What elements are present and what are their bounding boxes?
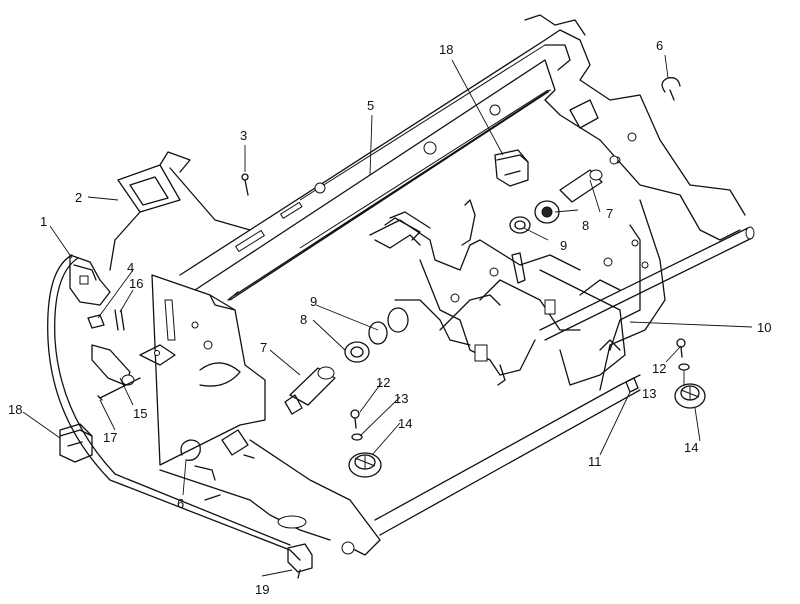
bushing-left (368, 307, 409, 345)
callout-13-right: 13 (642, 386, 656, 401)
callout-11: 11 (588, 454, 602, 469)
bearing-left (344, 341, 370, 363)
roller-shaft-right (559, 155, 619, 203)
frame-hole (314, 182, 326, 194)
frame-hole (631, 239, 639, 247)
left-side-plate (139, 274, 266, 466)
flat-cable (47, 254, 301, 561)
callout-8-right: 8 (582, 218, 589, 233)
callout-9-right: 9 (560, 238, 567, 253)
main-shaft (539, 226, 755, 341)
callout-7-right: 7 (606, 206, 613, 221)
connector-block-left (59, 423, 93, 463)
frame-hole (341, 541, 355, 555)
mounting-plate (109, 151, 251, 271)
screw-12-center (350, 409, 360, 429)
callout-18-left: 18 (8, 402, 22, 417)
connector-block-upper (494, 149, 529, 187)
right-side-plate (599, 139, 741, 391)
spring-clip (221, 429, 255, 459)
callout-17: 17 (103, 430, 117, 445)
end-stop-19 (287, 543, 313, 579)
callout-10: 10 (757, 320, 771, 335)
washer-13-right (678, 363, 690, 371)
carriage-slot (474, 344, 488, 362)
roller-shaft-left (284, 366, 336, 415)
callout-4: 4 (127, 260, 134, 275)
callout-6-upper: 6 (656, 38, 663, 53)
callout-18-upper: 18 (439, 42, 453, 57)
front-lower-rail (159, 374, 641, 556)
leader-lines (22, 54, 753, 577)
callout-15: 15 (133, 406, 147, 421)
pin-16 (114, 309, 125, 331)
callout-7-left: 7 (260, 340, 267, 355)
callout-5: 5 (367, 98, 374, 113)
frame-hole (603, 257, 613, 267)
callout-13-center: 13 (394, 391, 408, 406)
screw-12-right (676, 338, 686, 358)
frame-hole (489, 104, 501, 116)
clip-11 (625, 377, 639, 393)
e-ring-upper (661, 77, 681, 101)
rear-frame-rail (179, 14, 746, 301)
frame-hole (423, 141, 437, 155)
frame-hole (627, 132, 637, 142)
frame-hole (641, 261, 649, 269)
callout-14-right: 14 (684, 440, 698, 455)
callout-14-center: 14 (398, 416, 412, 431)
lever-assembly (91, 344, 141, 401)
bushing-right (509, 216, 531, 234)
callout-12-center: 12 (376, 375, 390, 390)
callout-9-left: 9 (310, 294, 317, 309)
sensor-bracket (69, 254, 111, 306)
callout-2: 2 (75, 190, 82, 205)
roller-wheel-14-center (348, 452, 382, 478)
screw-3 (241, 173, 249, 196)
washer-13-center (351, 433, 363, 441)
frame-slot (235, 229, 265, 253)
guide-rod (227, 89, 551, 301)
callout-1: 1 (40, 214, 47, 229)
callout-3: 3 (240, 128, 247, 143)
frame-slot (279, 201, 303, 220)
e-ring-lower (180, 439, 216, 481)
callout-19: 19 (255, 582, 269, 597)
carriage-assembly (369, 199, 626, 386)
roller-wheel-14-right (674, 383, 706, 409)
callout-8-left: 8 (300, 312, 307, 327)
callout-labels: 1 2 3 4 5 6 6 7 7 8 8 9 9 10 11 12 12 13… (8, 38, 771, 597)
callout-16: 16 (129, 276, 143, 291)
callout-6-lower: 6 (177, 496, 184, 511)
clip-4 (87, 314, 105, 329)
carriage-slot (544, 299, 556, 315)
callout-12-right: 12 (652, 361, 666, 376)
